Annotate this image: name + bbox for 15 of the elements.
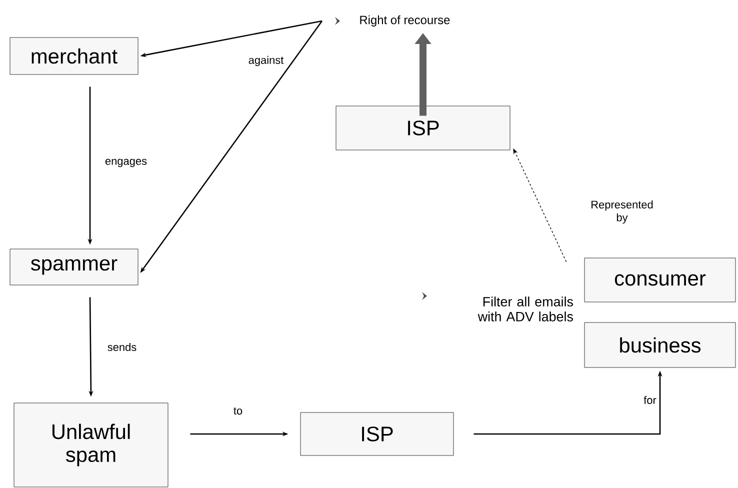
edge-label: against xyxy=(247,54,285,68)
process-box: ISP xyxy=(336,106,510,150)
bullet-text: Right of recourse xyxy=(360,15,450,27)
edge-label: sends xyxy=(106,342,138,352)
edge-label: engages xyxy=(104,158,148,168)
bullet-text: Filter all emails with ADV labels xyxy=(478,296,573,322)
edge-label: Represented by xyxy=(586,199,658,225)
process-box: business xyxy=(584,322,736,368)
edge-label: for xyxy=(642,394,658,405)
process-box: spammer xyxy=(10,248,138,286)
process-box: consumer xyxy=(584,258,736,302)
edge-label: to xyxy=(232,406,244,416)
process-box: merchant xyxy=(10,37,138,75)
process-box: ISP xyxy=(300,412,454,456)
process-box: Unlawful spam xyxy=(14,402,168,488)
